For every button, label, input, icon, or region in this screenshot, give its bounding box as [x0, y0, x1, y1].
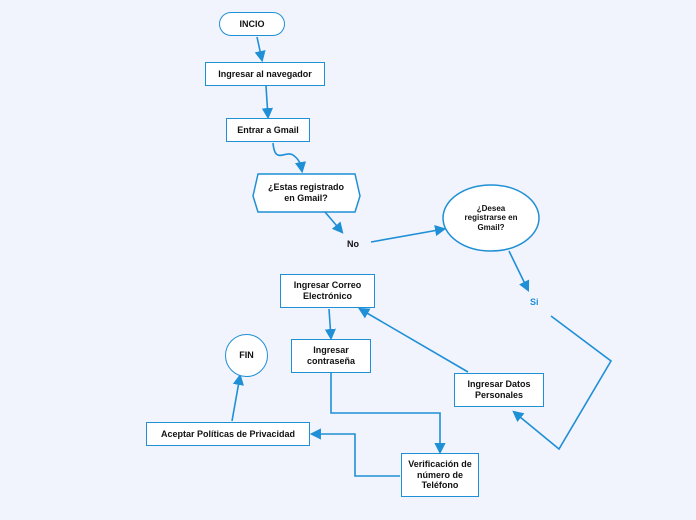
edge-gmail-registrado: [272, 142, 307, 174]
decision-registrado-shape: [252, 173, 361, 213]
edge-datos-correo: [358, 307, 469, 373]
start-node: INCIO: [219, 12, 285, 36]
edge-no-desea: [370, 225, 447, 243]
edge-navegador-gmail: [261, 85, 274, 120]
step-ingresar-contrasena: Ingresar contraseña: [291, 339, 371, 373]
edge-verificacion-politicas: [309, 428, 400, 477]
edge-correo-contrasena: [324, 308, 336, 341]
edge-label-no: No: [347, 239, 359, 249]
step-ingresar-datos: Ingresar Datos Personales: [454, 373, 544, 407]
edge-politicas-fin: [231, 373, 244, 422]
step-aceptar-politicas: Aceptar Políticas de Privacidad: [146, 422, 310, 446]
decision-desea-shape: [442, 184, 540, 252]
edge-contrasena-verificacion: [330, 372, 446, 455]
decision-registrado-label: ¿Estas registrado en Gmail?: [267, 182, 345, 203]
edge-inicio-navegador: [254, 36, 266, 63]
edge-label-si: Si: [530, 297, 539, 307]
step-verificacion-telefono: Verificación de número de Teléfono: [401, 453, 479, 497]
step-ingresar-correo: Ingresar Correo Electrónico: [280, 274, 375, 308]
edge-registrado-no: [324, 211, 344, 234]
edge-desea-si: [508, 250, 530, 293]
decision-desea-label: ¿Desea registrarse en Gmail?: [464, 203, 518, 232]
end-node: FIN: [225, 334, 268, 377]
step-entrar-gmail: Entrar a Gmail: [226, 118, 310, 142]
step-ingresar-navegador: Ingresar al navegador: [205, 62, 325, 86]
edge-si-datos: [512, 315, 613, 451]
